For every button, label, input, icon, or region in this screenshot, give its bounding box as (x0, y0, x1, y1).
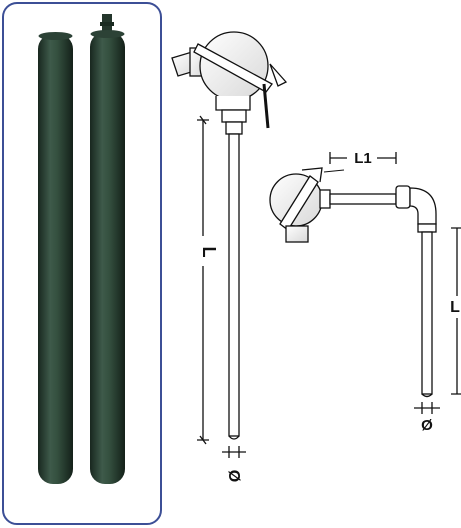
length-label-straight: L (199, 247, 219, 258)
diameter-label-straight: Ø (225, 470, 242, 482)
sheath-angled (421, 231, 433, 395)
extension-length-label: L1 (354, 150, 372, 167)
length-label-angled: L (450, 299, 460, 316)
diameter-label-angled: Ø (421, 417, 433, 434)
angled-thermocouple-drawing (269, 152, 461, 414)
straight-thermocouple-drawing (171, 31, 288, 458)
protection-tube-right (90, 14, 125, 484)
sheath-straight (228, 133, 240, 437)
photo-panel (2, 2, 162, 525)
protection-tube-left (38, 32, 73, 484)
photo-frame (2, 2, 162, 525)
